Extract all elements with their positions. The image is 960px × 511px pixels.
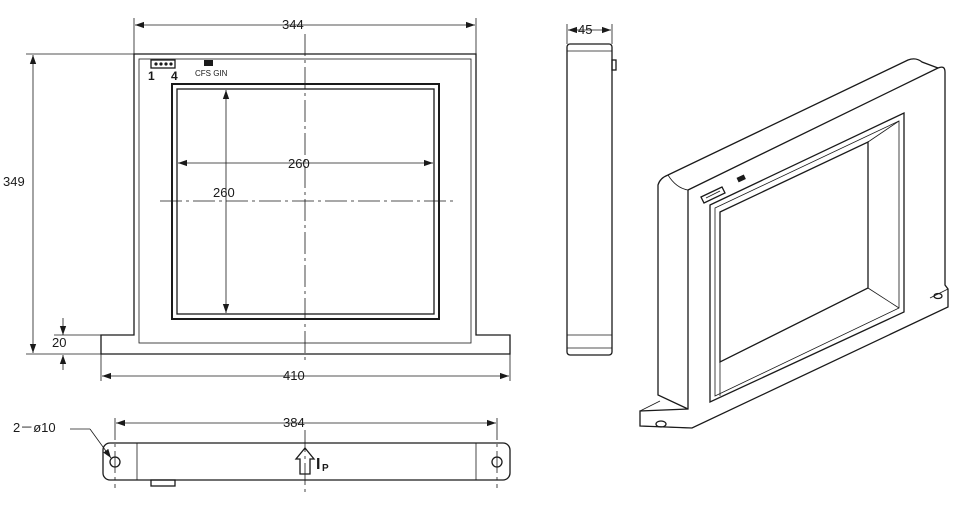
dim-outer-width: 344 <box>282 17 304 32</box>
pin-end-label: 4 <box>171 69 178 83</box>
connector-icon <box>150 59 176 69</box>
iso-window-inner <box>719 140 869 364</box>
pin-start-label: 1 <box>148 69 155 83</box>
window-inner <box>176 88 435 315</box>
isometric-view <box>639 58 949 429</box>
dim-base-height: 20 <box>52 335 66 350</box>
dim-height: 349 <box>3 174 25 189</box>
front-outline <box>100 53 511 355</box>
cable-exit <box>150 479 176 487</box>
bottom-view: 384 2－ø10 I P <box>13 415 511 495</box>
side-view: 45 <box>566 22 617 356</box>
current-subscript: P <box>322 463 329 474</box>
iso-mount-hole-left <box>655 420 667 428</box>
led-indicator <box>204 60 213 66</box>
window-outer <box>171 83 440 320</box>
dim-depth: 45 <box>578 22 592 37</box>
bottom-outline <box>102 442 511 481</box>
front-view: 1 4 CFS GIN 344 349 260 260 20 410 <box>3 17 511 383</box>
dim-window-height: 260 <box>213 185 235 200</box>
side-connector <box>611 59 617 71</box>
iso-front-face <box>639 66 949 429</box>
current-direction-arrow <box>294 446 316 475</box>
iso-led <box>736 174 746 183</box>
current-symbol: I <box>316 456 320 473</box>
dim-window-width: 260 <box>288 156 310 171</box>
dim-base-width: 410 <box>283 368 305 383</box>
iso-mount-hole-right <box>933 292 943 300</box>
iso-window-outer <box>709 111 905 404</box>
hole-spec-label: 2－ø10 <box>13 420 56 435</box>
dim-hole-spacing: 384 <box>283 415 305 430</box>
connector-tag: CFS GIN <box>195 69 228 78</box>
iso-connector <box>700 186 726 204</box>
side-outline <box>566 43 613 356</box>
